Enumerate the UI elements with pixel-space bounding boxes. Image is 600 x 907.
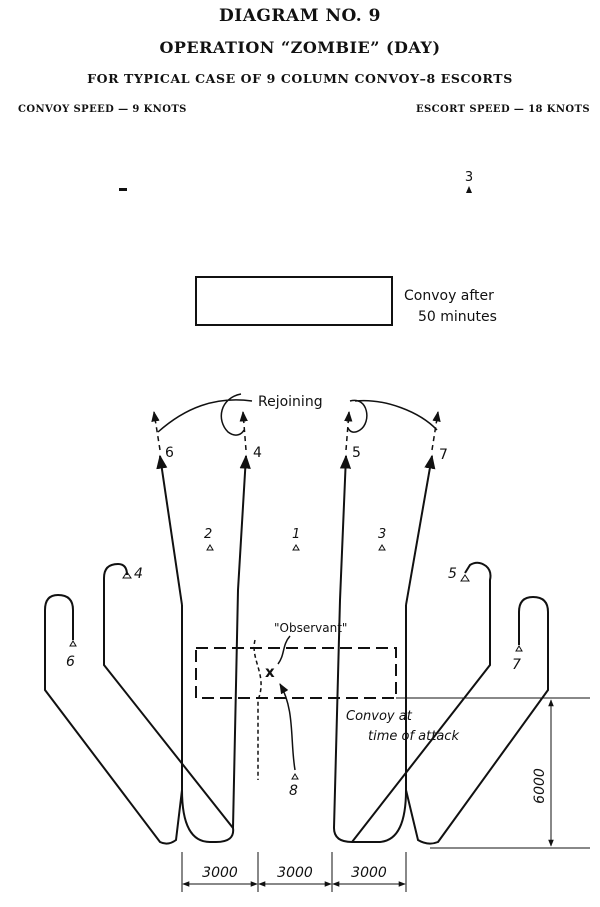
diagram-caption: FOR TYPICAL CASE OF 9 COLUMN CONVOY–8 ES…: [87, 71, 513, 86]
operation-title: OPERATION “ZOMBIE” (DAY): [159, 38, 441, 57]
escort-8-attack-arrow: [279, 683, 296, 771]
escort-5-triangle-icon: [460, 574, 470, 582]
escort-label-4: 4: [134, 566, 143, 582]
dimension-label-2: 3000: [277, 865, 313, 881]
escort-label-arrow-6: 6: [165, 445, 174, 461]
escort-label-top-3: 3: [465, 170, 473, 185]
attack-point-marker: x: [265, 663, 275, 681]
escort-speed-label: ESCORT SPEED — 18 KNOTS: [416, 104, 590, 115]
escort-7-rejoin-arrow: [431, 410, 441, 451]
escort-label-arrow-4: 4: [253, 445, 262, 461]
escort-label-2: 2: [204, 527, 212, 542]
escort-6-rejoin-arrow: [151, 410, 161, 451]
convoy-speed-label: CONVOY SPEED — 9 KNOTS: [18, 104, 187, 115]
rejoining-paths: [157, 393, 438, 436]
escort-7-hook: [405, 595, 549, 845]
escort-5-rejoin-arrow: [344, 410, 353, 451]
dimension-label-vertical: 6000: [532, 768, 548, 804]
escort-7-triangle-icon: [515, 645, 523, 652]
escort-8-track: [253, 639, 262, 780]
escort-5-hook: [351, 561, 492, 843]
observant-leader: [277, 635, 291, 665]
escort-label-arrow-7: 7: [439, 447, 448, 463]
diagram-title: DIAGRAM NO. 9: [219, 6, 381, 26]
convoy-after-time: 50 minutes: [418, 309, 497, 325]
observant-label: "Observant": [274, 621, 347, 635]
escort-6-triangle-icon: [69, 640, 77, 647]
escort-4-hook: [103, 562, 234, 829]
escort-2-triangle-icon: [206, 544, 214, 551]
convoy-attack-time: time of attack: [368, 729, 459, 744]
escort-label-arrow-5: 5: [352, 445, 361, 461]
escort-label-6: 6: [66, 654, 75, 670]
convoy-attack-box: [195, 647, 397, 699]
dimension-label-1: 3000: [202, 865, 238, 881]
escort-triangle-icon: [466, 186, 472, 193]
escort-3-triangle-icon: [378, 544, 386, 551]
escort-5-loop: [333, 605, 407, 843]
escort-label-1: 1: [292, 527, 300, 542]
escort-7-track: [405, 454, 436, 606]
escort-6-track: [156, 454, 183, 606]
dimension-label-3: 3000: [351, 865, 387, 881]
escort-4-rejoin-arrow: [239, 410, 248, 451]
escort-position-marker: [119, 188, 127, 191]
escort-4-triangle-icon: [122, 571, 132, 579]
convoy-after-box: [195, 276, 393, 326]
escort-label-7: 7: [512, 657, 521, 673]
escort-1-triangle-icon: [292, 544, 300, 551]
convoy-attack-label: Convoy at: [346, 709, 413, 724]
escort-label-5: 5: [448, 566, 457, 582]
rejoining-label: Rejoining: [258, 394, 323, 410]
escort-4-track: [232, 454, 251, 829]
escort-6-hook: [44, 593, 183, 845]
escort-label-3: 3: [378, 527, 386, 542]
escort-4-loop: [181, 605, 235, 843]
escort-label-8: 8: [289, 783, 298, 799]
escort-5-track: [333, 454, 352, 829]
convoy-after-label: Convoy after: [404, 288, 494, 304]
escort-8-triangle-icon: [291, 773, 299, 780]
